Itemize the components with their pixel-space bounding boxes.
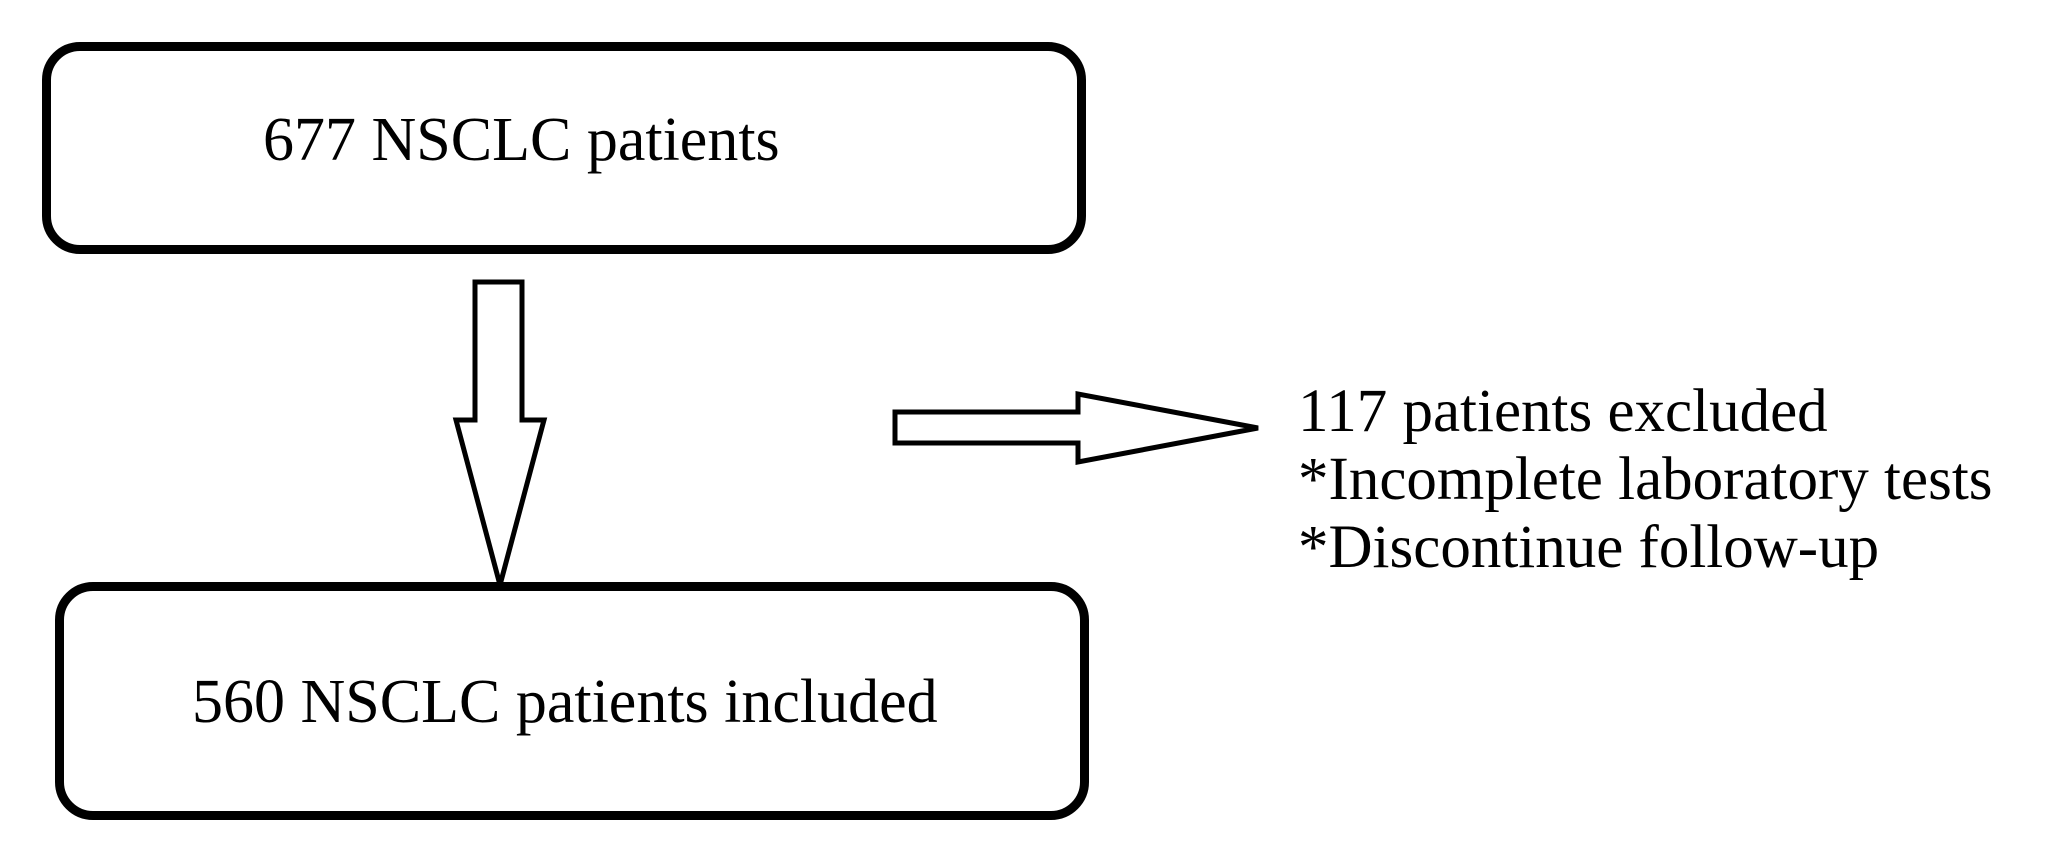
start-box-label: 677 NSCLC patients [263,106,780,174]
end-box-label: 560 NSCLC patients included [192,668,938,736]
exclusion-reason: *Incomplete laboratory tests [1298,446,1993,513]
exclusion-note: 117 patients excluded *Incomplete labora… [1298,378,1993,582]
right-arrow-icon [892,390,1259,466]
end-box: 560 NSCLC patients included [55,582,1089,820]
exclusion-title: 117 patients excluded [1298,378,1828,445]
down-arrow-icon [452,279,548,595]
exclusion-reason: *Discontinue follow-up [1298,514,1880,581]
start-box: 677 NSCLC patients [42,42,1086,254]
